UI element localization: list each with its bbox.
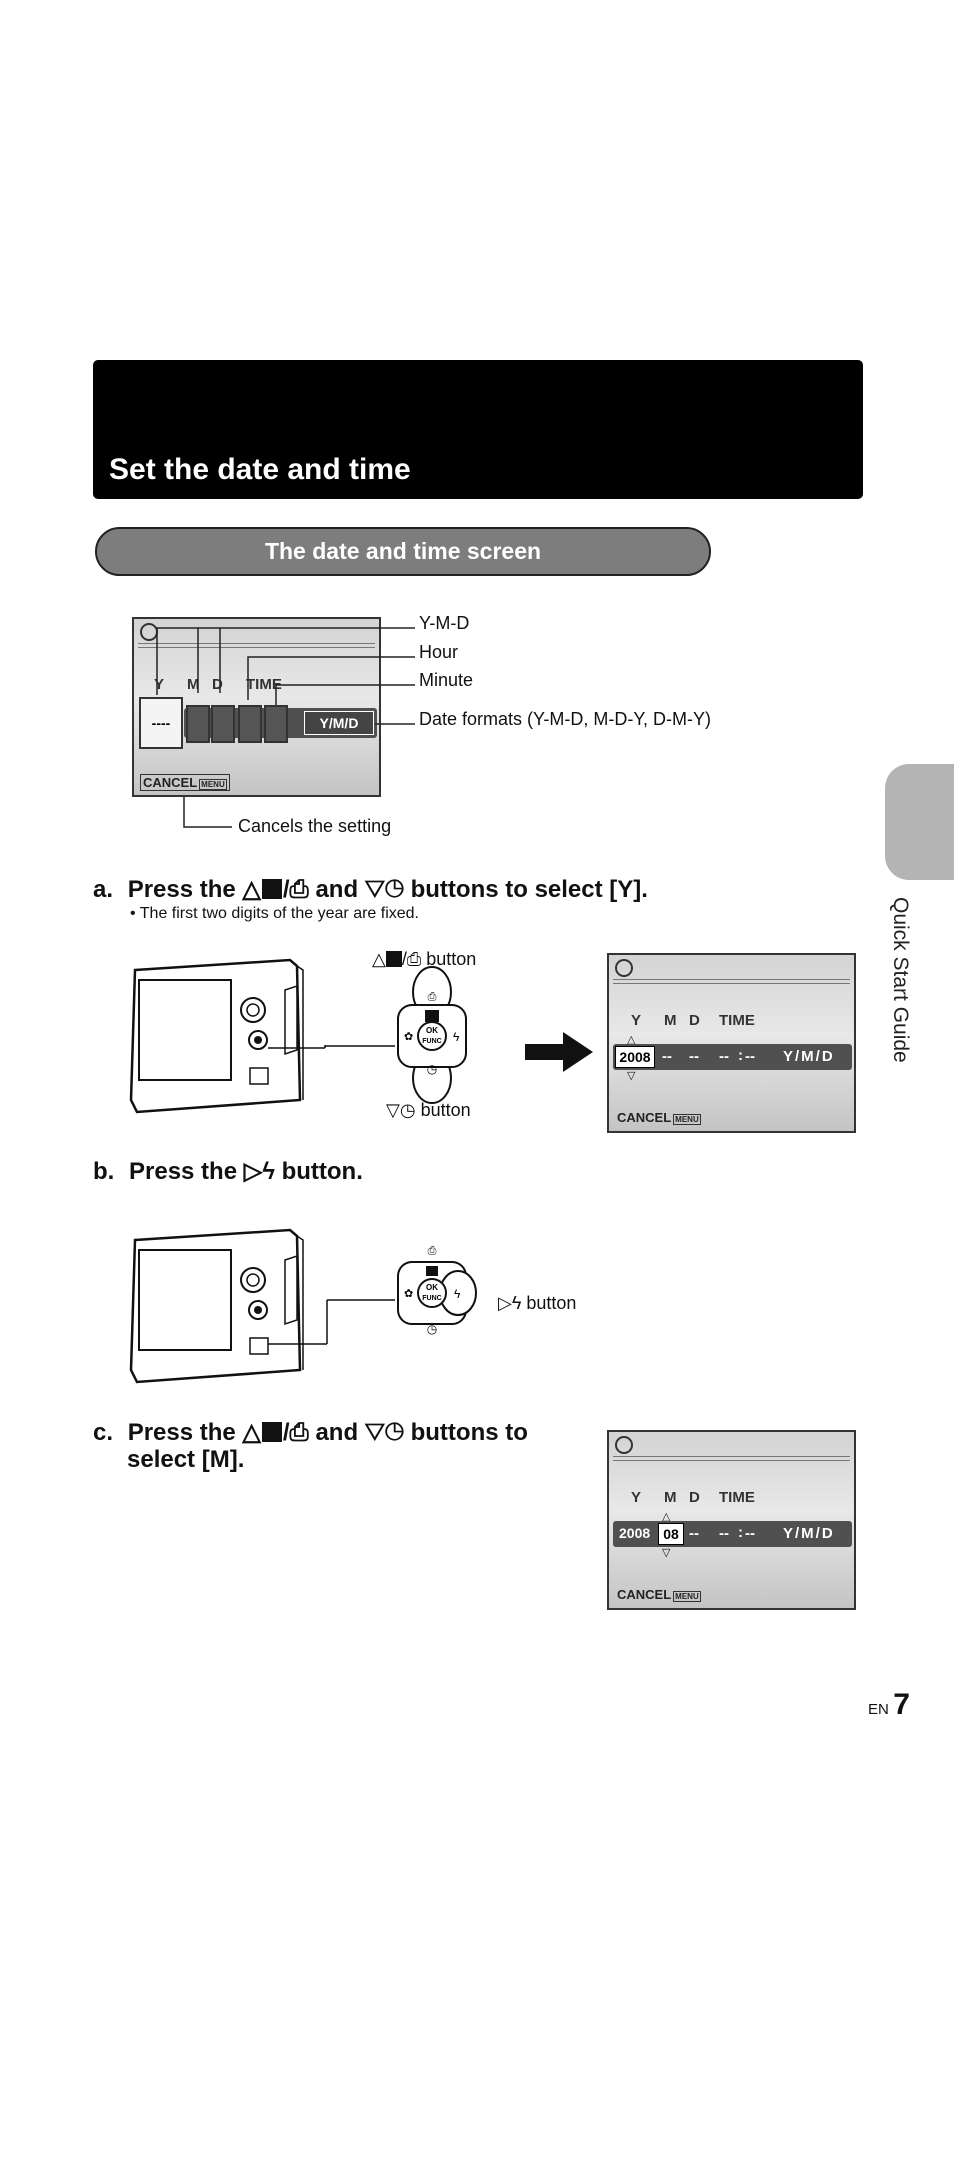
ok-text: OK [426,1026,438,1035]
header-y: Y [631,1489,642,1506]
svg-text:◷: ◷ [427,1322,437,1336]
svg-text:ϟ: ϟ [453,1030,460,1044]
menu-badge: MENU [673,1114,701,1125]
down-selftimer-icon: ▽◷ [364,1419,404,1446]
year-value: 2008 [619,1525,651,1541]
svg-text:⎙: ⎙ [428,991,437,1003]
header-d: D [212,676,223,693]
hour-value: -- [719,1525,729,1542]
language-code: EN [868,1701,889,1718]
month-value: -- [662,1048,672,1065]
subsection-title: The date and time screen [95,527,711,576]
menu-badge: MENU [199,779,227,790]
step-b-heading: b. Press the ▷ϟ button. [93,1158,363,1185]
month-field [186,705,210,743]
hour-field [238,705,262,743]
minute-value: -- [745,1525,755,1542]
callout-minute: Minute [419,670,474,690]
up-arrow-icon: △ [627,1034,636,1046]
control-pad-b: OK FUNC ⎙ ◷ ✿ ϟ [397,1245,477,1336]
side-tab-label-wrap: Quick Start Guide [884,897,940,1087]
month-value: 08 [658,1523,684,1545]
date-format-value: Y/M/D [783,1048,835,1065]
clock-icon [615,1436,633,1454]
callout-ymd: Y-M-D [419,613,470,633]
header-y: Y [631,1012,642,1029]
up-flash-print-icon: △/⎙ [242,876,309,903]
date-format-value: Y/M/D [783,1525,835,1542]
callout-hour: Hour [419,642,459,662]
day-value: -- [689,1048,699,1065]
svg-text:✿: ✿ [404,1288,413,1300]
step-a-heading: a. Press the △/⎙ and ▽◷ buttons to selec… [93,876,648,903]
up-arrow-icon: △ [662,1511,671,1523]
camera-illustration-a [129,958,395,1114]
clock-icon [615,959,633,977]
header-time: TIME [719,1012,755,1029]
callout-cancel: Cancels the setting [238,816,392,836]
svg-text:ϟ: ϟ [454,1287,461,1301]
section-title: Set the date and time [109,453,411,486]
control-pad-a: OK FUNC ⎙ ◷ ✿ ϟ [397,966,467,1104]
func-text: FUNC [422,1295,441,1302]
side-tab[interactable] [885,764,954,880]
svg-text:◷: ◷ [427,1062,437,1076]
up-flash-print-icon: △/⎙ [242,1419,309,1446]
header-m: M [187,676,200,693]
down-selftimer-icon: ▽◷ [364,876,404,903]
down-button-label: ▽◷ button [386,1100,471,1120]
down-arrow-icon: ▽ [662,1547,671,1559]
page-number: 7 [893,1688,910,1721]
date-time-screen-a: Y M D TIME △ 2008 -- -- -- : -- Y/M/D ▽ … [607,953,856,1133]
date-time-screen-c: Y M D TIME △ 2008 08 -- -- : -- Y/M/D ▽ … [607,1430,856,1610]
up-button-label: △/⎙ button [372,949,477,969]
year-value: 2008 [615,1046,655,1068]
arrow-right-icon [525,1032,593,1072]
page-footer: EN 7 [868,1688,910,1722]
right-flash-icon: ▷ϟ [243,1158,275,1185]
header-time: TIME [719,1489,755,1506]
header-y: Y [154,676,165,693]
hour-value: -- [719,1048,729,1065]
value-bar [613,1521,852,1547]
step-a-note: • The first two digits of the year are f… [130,905,419,922]
right-button-label: ▷ϟ button [498,1293,577,1313]
step-c-heading-line2: select [M]. [127,1446,245,1473]
header-d: D [689,1012,700,1029]
minute-field [264,705,288,743]
down-arrow-icon: ▽ [627,1070,636,1082]
func-text: FUNC [422,1038,441,1045]
header-time: TIME [246,676,282,693]
callout-date-formats: Date formats (Y-M-D, M-D-Y, D-M-Y) [419,709,712,729]
date-format-field: Y/M/D [304,711,374,735]
step-c-heading: c. Press the △/⎙ and ▽◷ buttons to [93,1419,528,1446]
day-value: -- [689,1525,699,1542]
header-m: M [664,1012,677,1029]
menu-badge: MENU [673,1591,701,1602]
year-field: ---- [139,697,183,749]
section-header: Set the date and time [93,360,863,499]
minute-value: -- [745,1048,755,1065]
camera-illustration-b [129,1228,395,1384]
day-field [211,705,235,743]
header-m: M [664,1489,677,1506]
side-tab-label: Quick Start Guide [889,897,912,1063]
header-d: D [689,1489,700,1506]
svg-text:⎙: ⎙ [428,1245,437,1257]
ok-text: OK [426,1283,438,1292]
svg-text:✿: ✿ [404,1031,413,1043]
